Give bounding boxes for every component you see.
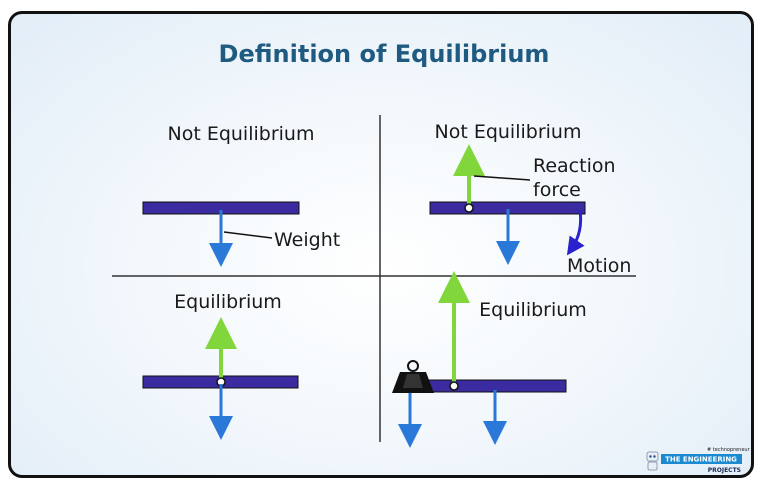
top-right-heading: Not Equilibrium [435,121,582,143]
panel-top-right: Not Equilibrium Reaction force Motion [429,121,631,277]
bottom-left-heading: Equilibrium [174,291,282,313]
reaction-label-line1: Reaction [533,155,616,177]
page-title: Definition of Equilibrium [219,40,550,68]
logo-tagline: # technopreneur [707,447,751,453]
motion-label: Motion [567,255,631,277]
beam [410,379,567,393]
weight-leader-line [223,231,273,239]
motion-arrow [566,209,585,256]
brand-logo: # technopreneur THE ENGINEERING PROJECTS [646,447,751,474]
logo-banner [661,454,742,464]
panel-bottom-right: Equilibrium [392,271,587,448]
panel-bottom-left: Equilibrium [142,291,299,440]
weight-label: Weight [274,229,340,251]
weight-block-icon [392,360,434,393]
logo-name: THE ENGINEERING [665,456,737,464]
reaction-label-line2: force [533,179,581,201]
slide-frame [8,11,754,478]
robot-icon [646,451,659,471]
pivot-point [449,381,459,391]
bottom-right-heading: Equilibrium [479,299,587,321]
panel-top-left: Not Equilibrium Weight [142,123,340,267]
logo-sub: PROJECTS [708,467,741,474]
pivot-point [464,203,474,213]
reaction-leader-line [473,175,531,181]
top-left-heading: Not Equilibrium [168,123,315,145]
